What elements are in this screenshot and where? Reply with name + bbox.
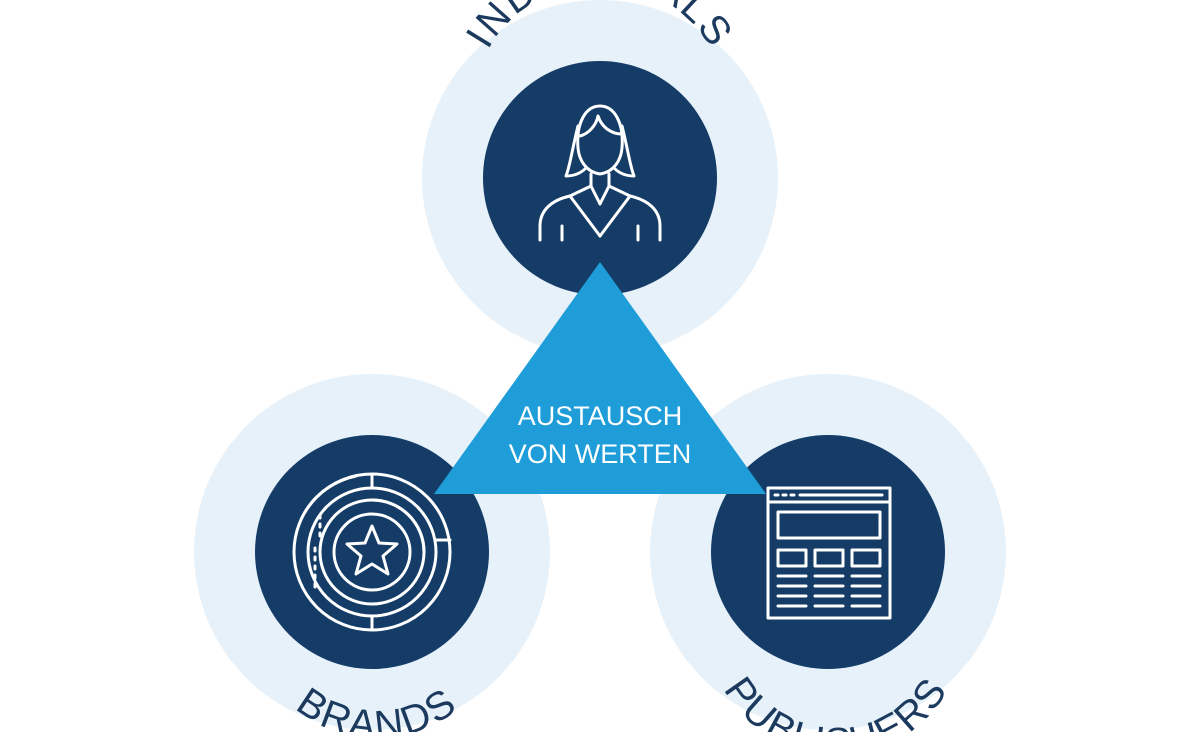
woman-avatar-icon	[538, 104, 662, 242]
center-text-line1: AUSTAUSCH	[518, 401, 683, 431]
star-badge-icon	[292, 472, 452, 632]
individuals-node	[483, 61, 717, 295]
center-text-line2: VON WERTEN	[509, 439, 692, 469]
web-page-layout-icon	[766, 486, 892, 620]
value-exchange-triangle	[434, 262, 766, 494]
brands-node	[255, 435, 489, 669]
